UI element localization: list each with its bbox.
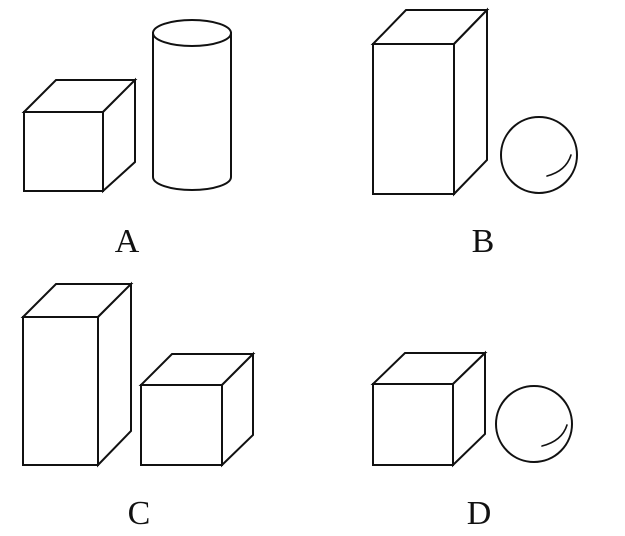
cylinder-shape	[152, 19, 232, 191]
option-label-d: D	[467, 495, 492, 532]
option-b[interactable]: B	[370, 7, 578, 260]
option-c[interactable]: C	[20, 281, 256, 532]
sphere-shape	[495, 385, 573, 463]
sphere-shape	[500, 116, 578, 194]
option-label-a: A	[115, 223, 140, 260]
cube-shape	[370, 350, 488, 468]
cube-shape	[138, 351, 256, 468]
option-a[interactable]: A	[21, 19, 232, 260]
cube-shape	[21, 77, 138, 194]
rectangular-prism-shape	[370, 7, 490, 197]
option-label-b: B	[472, 223, 495, 260]
rectangular-prism-shape	[20, 281, 134, 468]
option-d[interactable]: D	[370, 350, 573, 532]
option-label-c: C	[128, 495, 151, 532]
